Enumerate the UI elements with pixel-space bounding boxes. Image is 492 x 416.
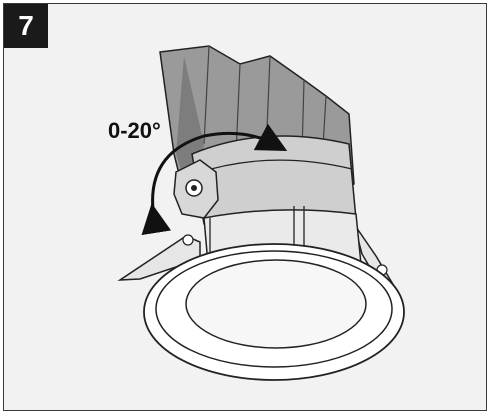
step-number-badge: 7 bbox=[4, 4, 48, 48]
curved-double-arrow-icon bbox=[141, 123, 288, 236]
left-clip-screw bbox=[182, 234, 194, 246]
downlight-drawing bbox=[117, 45, 405, 381]
left-mounting-clip bbox=[117, 235, 201, 281]
trim-ring-inner-edge bbox=[155, 250, 393, 368]
illustration-panel: 7 0-20° bbox=[3, 3, 487, 411]
reflector-opening bbox=[185, 259, 367, 349]
heat-sink-fin-lines bbox=[203, 45, 327, 165]
tilt-angle-label: 0-20° bbox=[108, 118, 161, 143]
